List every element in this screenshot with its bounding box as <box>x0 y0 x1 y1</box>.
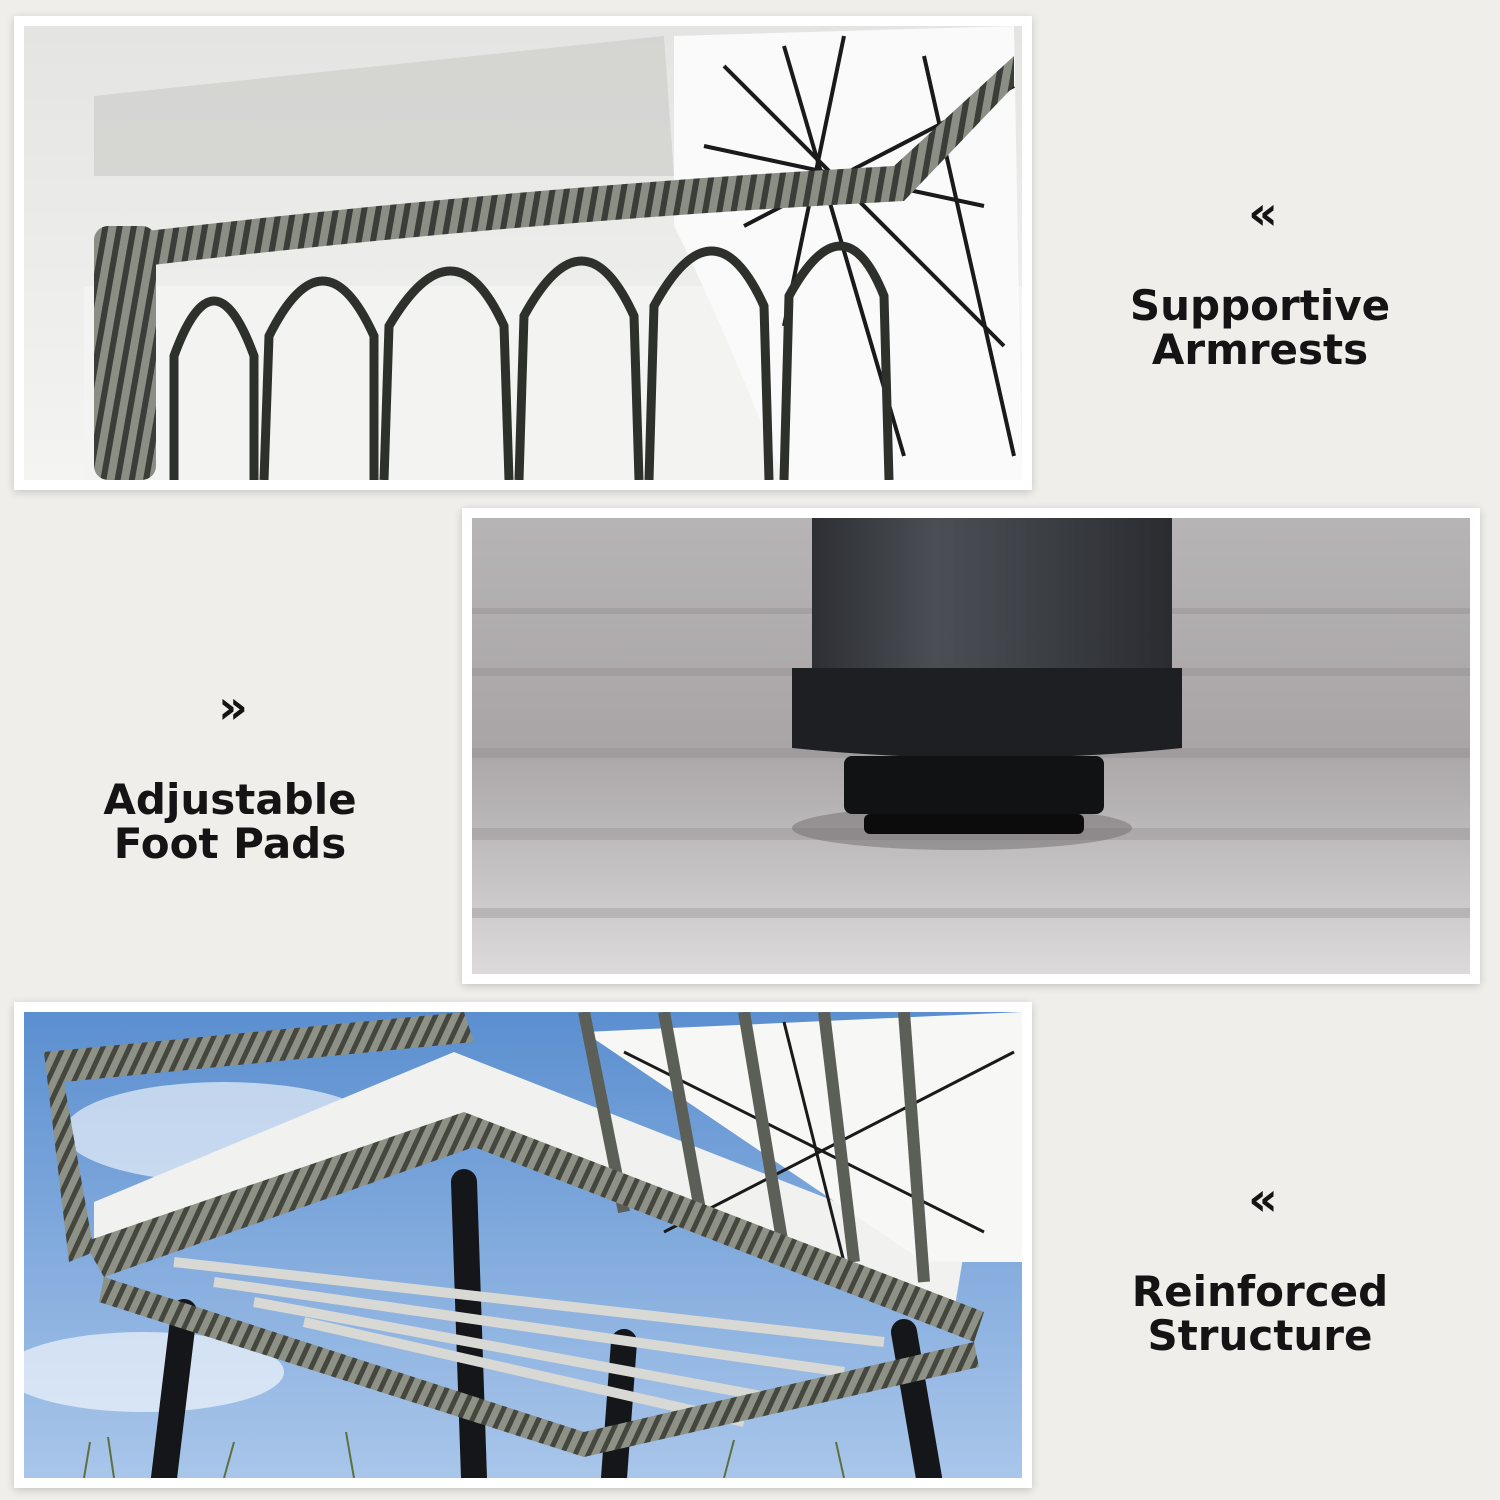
armrest-photo-panel <box>14 16 1032 490</box>
armrest-photo <box>24 26 1022 480</box>
foot-pad-photo <box>472 518 1470 974</box>
structure-photo-panel <box>14 1002 1032 1488</box>
foot-pad-photo-panel <box>462 508 1480 984</box>
feature-adjustable-foot-pads: » Adjustable Foot Pads <box>70 684 390 866</box>
structure-photo <box>24 1012 1022 1478</box>
double-chevron-right-icon: » <box>218 680 248 734</box>
double-chevron-left-icon: « <box>1248 186 1278 240</box>
double-chevron-left-icon: « <box>1248 1172 1278 1226</box>
feature-supportive-armrests: « Supportive Armrests <box>1100 190 1420 372</box>
feature-label: Adjustable Foot Pads <box>103 775 357 868</box>
feature-label: Reinforced Structure <box>1131 1267 1389 1360</box>
feature-label: Supportive Armrests <box>1129 281 1391 374</box>
feature-reinforced-structure: « Reinforced Structure <box>1100 1176 1420 1358</box>
